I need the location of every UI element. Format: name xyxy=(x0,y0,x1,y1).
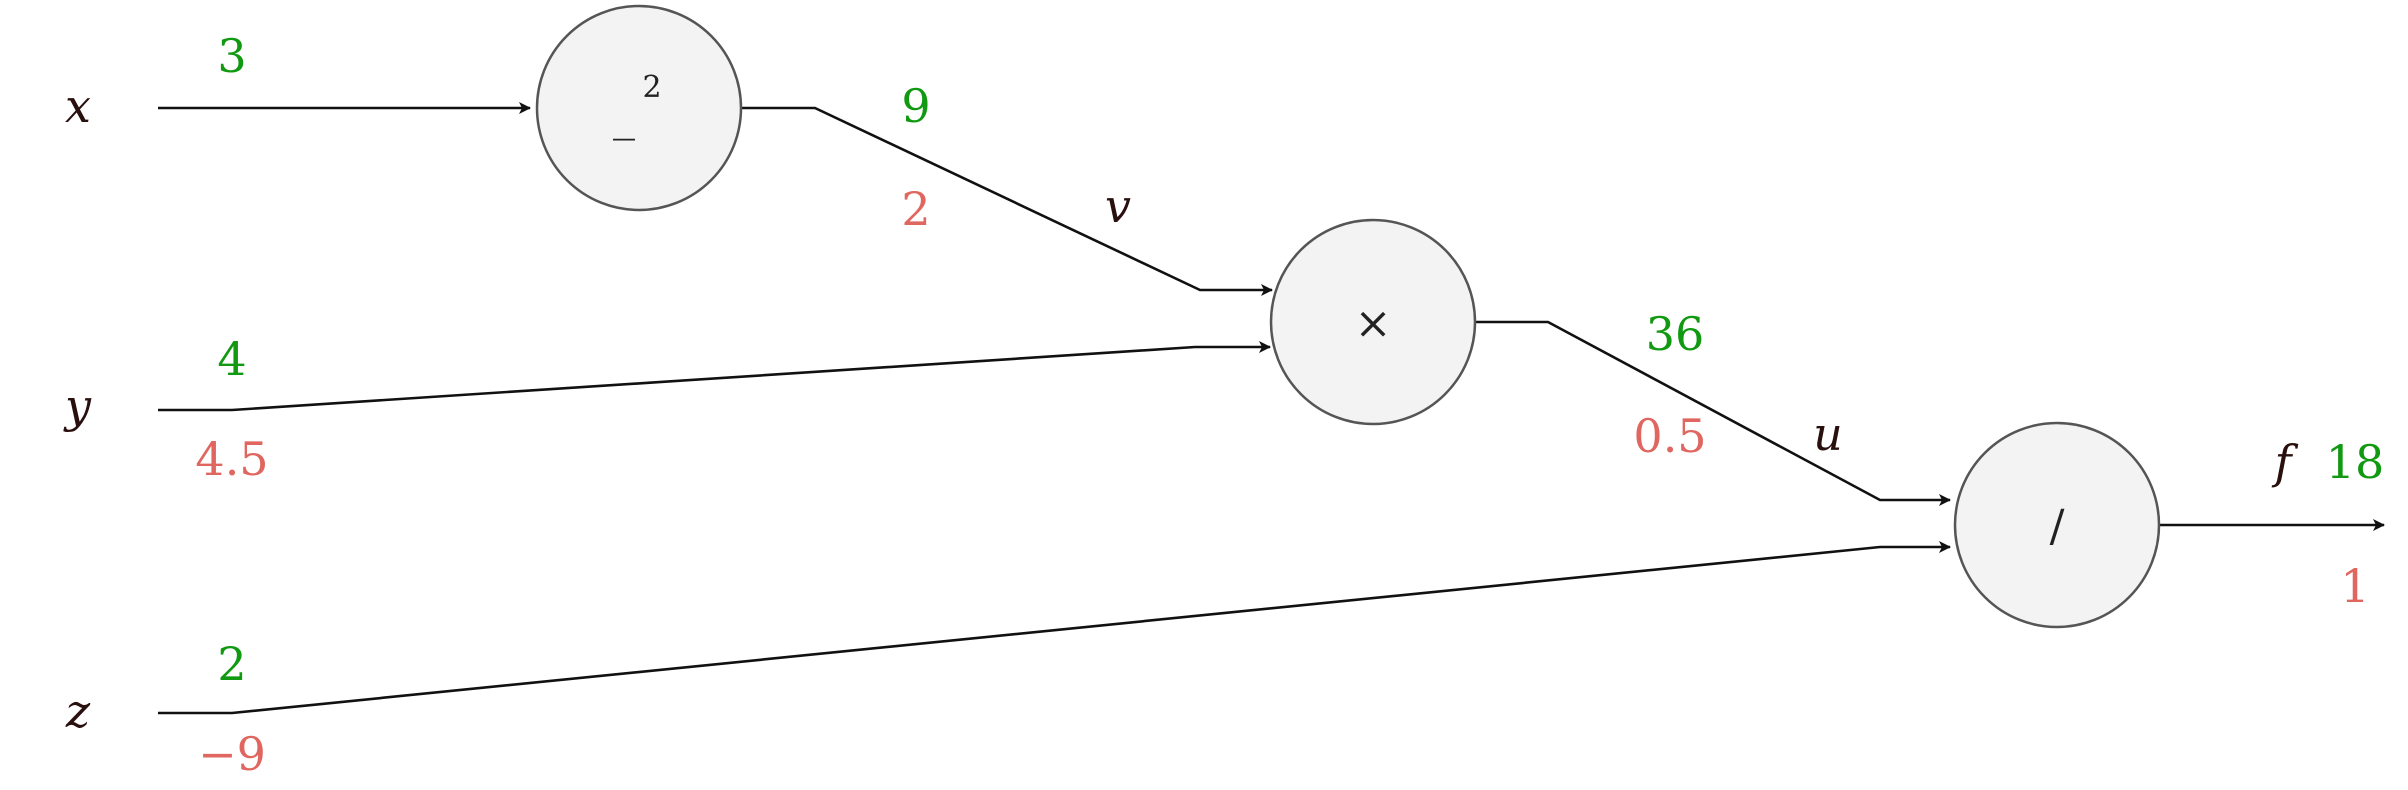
edge-u-label: u xyxy=(1813,407,1843,461)
edge-v xyxy=(742,106,1273,296)
edge-z-to-divide xyxy=(158,541,1951,715)
multiply-op-symbol: × xyxy=(1355,298,1392,349)
output-f-gradient-value: 1 xyxy=(2340,559,2369,613)
output-f-label: f xyxy=(2271,435,2298,489)
input-y-forward-value: 4 xyxy=(217,332,246,386)
divide-op-symbol: / xyxy=(2050,501,2065,552)
input-z-label: z xyxy=(65,684,91,738)
edge-v-label: v xyxy=(1105,179,1131,233)
divide-node: / xyxy=(1953,421,2161,629)
edge-v-gradient-value: 2 xyxy=(901,182,930,236)
input-y-label: y xyxy=(63,379,92,433)
square-node: _ 2 xyxy=(535,4,743,212)
edge-u-gradient-value: 0.5 xyxy=(1633,409,1706,463)
edge-v-forward-value: 9 xyxy=(901,79,930,133)
input-z-forward-value: 2 xyxy=(217,637,246,691)
output-f-forward-value: 18 xyxy=(2326,435,2385,489)
square-op-exponent: 2 xyxy=(642,70,661,105)
input-z-gradient-value: −9 xyxy=(198,727,266,781)
square-op-symbol: _ xyxy=(613,90,635,141)
edge-y-to-multiply xyxy=(158,341,1271,412)
multiply-node: × xyxy=(1269,218,1477,426)
input-y-gradient-value: 4.5 xyxy=(195,432,268,486)
edge-u-forward-value: 36 xyxy=(1646,307,1705,361)
input-x-forward-value: 3 xyxy=(217,29,246,83)
edge-u xyxy=(1475,320,1951,506)
input-x-label: x xyxy=(65,79,91,133)
